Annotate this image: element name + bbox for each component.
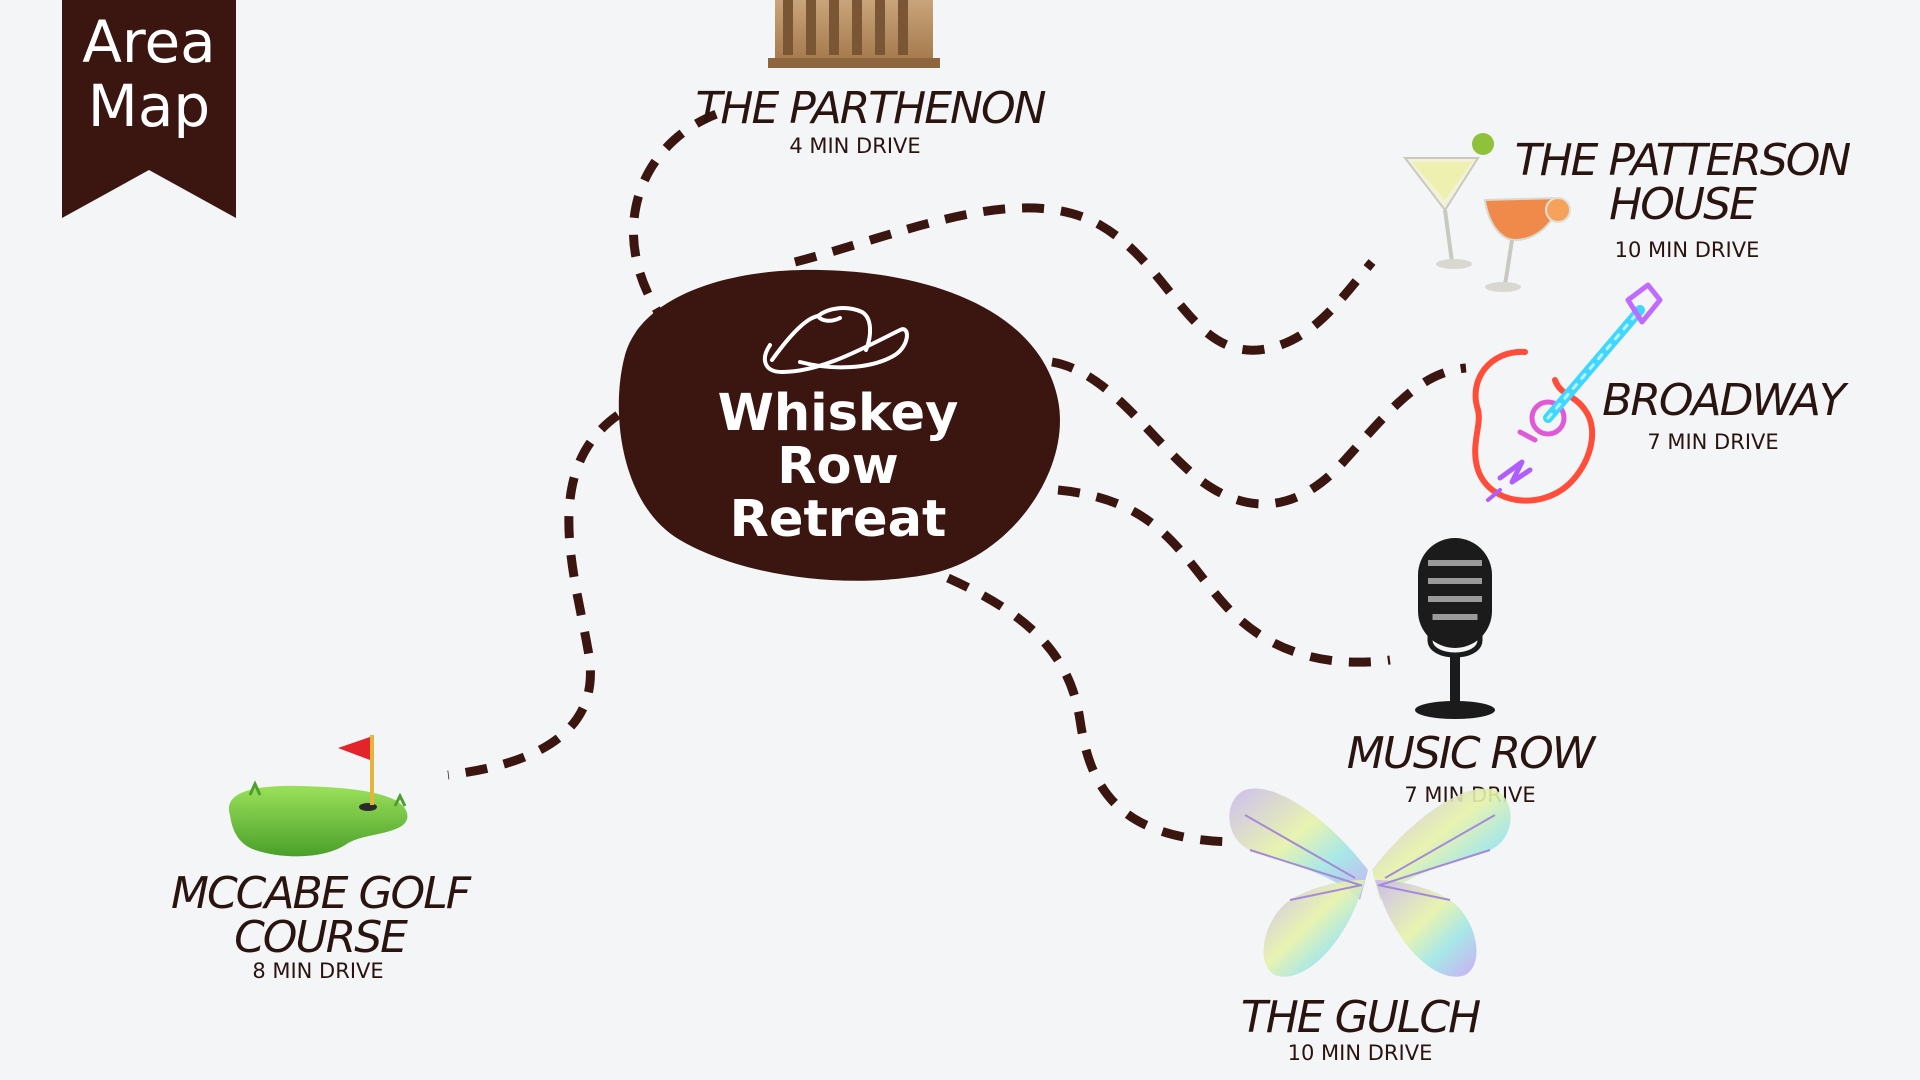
place-mccabe-golf-course: MCCABE GOLF COURSE 8 MIN DRIVE: [171, 735, 474, 983]
parthenon-name: THE PARTHENON: [696, 83, 1046, 134]
gulch-drive-time: 10 MIN DRIVE: [1288, 1041, 1433, 1065]
gulch-name: THE GULCH: [1241, 992, 1480, 1043]
microphone-icon: [1415, 538, 1495, 719]
broadway-drive-time: 7 MIN DRIVE: [1647, 430, 1778, 454]
center-title-line3: Retreat: [730, 490, 947, 549]
center-title-line1: Whiskey: [718, 384, 959, 443]
golf-name-line2: COURSE: [234, 912, 408, 963]
golf-drive-time: 8 MIN DRIVE: [252, 959, 383, 983]
center-blob: [618, 269, 1060, 581]
place-parthenon: THE PARTHENON 4 MIN DRIVE: [696, 0, 1048, 158]
place-patterson-house: THE PATTERSON HOUSE 10 MIN DRIVE: [1402, 133, 1852, 292]
patterson-drive-time: 10 MIN DRIVE: [1615, 238, 1760, 262]
route-parthenon: [629, 107, 724, 330]
parthenon-drive-time: 4 MIN DRIVE: [789, 134, 920, 158]
cowboy-hat-icon: [762, 306, 909, 375]
area-map-banner: Area Map: [62, 0, 236, 218]
banner-ribbon: [62, 0, 236, 218]
routes: [447, 107, 1467, 847]
butterfly-wings-icon: [1229, 788, 1511, 977]
patterson-name-line1: THE PATTERSON: [1515, 135, 1851, 186]
place-the-gulch: THE GULCH 10 MIN DRIVE: [1229, 788, 1511, 1065]
route-gulch: [946, 573, 1236, 847]
route-broadway: [1051, 357, 1467, 509]
place-broadway: BROADWAY 7 MIN DRIVE: [1472, 282, 1851, 504]
neon-guitar-icon: [1472, 282, 1663, 504]
center-location: Whiskey Row Retreat: [618, 269, 1060, 581]
banner-title-line1: Area: [82, 8, 215, 76]
golf-green-icon: [228, 735, 408, 857]
banner-title-line2: Map: [88, 72, 210, 140]
broadway-name: BROADWAY: [1602, 375, 1849, 426]
route-music-row: [1057, 485, 1391, 667]
golf-name-line1: MCCABE GOLF: [171, 868, 472, 919]
music-row-name: MUSIC ROW: [1347, 728, 1597, 779]
cocktail-icon: [1402, 133, 1571, 292]
center-title-line2: Row: [777, 437, 898, 496]
parthenon-icon: [768, 0, 940, 68]
route-golf: [447, 411, 621, 780]
place-music-row: MUSIC ROW 7 MIN DRIVE: [1347, 538, 1599, 807]
patterson-name-line2: HOUSE: [1609, 179, 1757, 230]
